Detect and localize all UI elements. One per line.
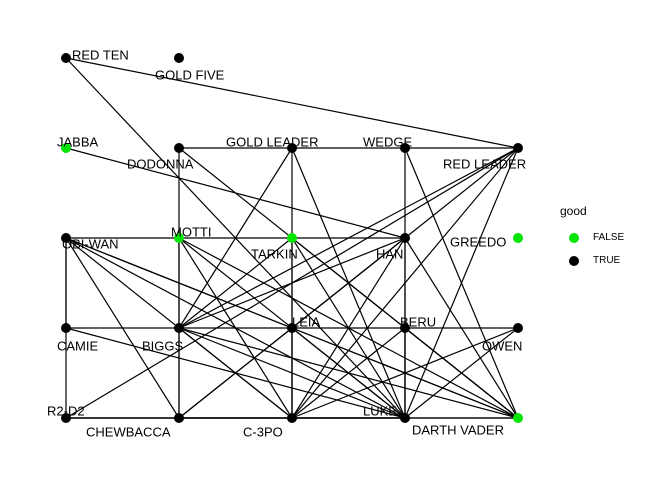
node-label-beru: BERU (400, 315, 436, 330)
edge-leia-chewbacca (178, 327, 293, 419)
legend-label-true: TRUE (593, 255, 621, 266)
node-c-3po (287, 413, 297, 423)
node-owen (513, 323, 523, 333)
node-red-leader (513, 143, 523, 153)
edge-red-ten-red-leader (65, 57, 519, 149)
node-label-luke: LUKE (363, 404, 397, 419)
node-label-han: HAN (376, 247, 403, 262)
node-label-red-leader: RED LEADER (443, 157, 526, 172)
label-layer: RED TEN GOLD FIVE JABBA DODONNA GOLD LEADER W… (47, 48, 526, 440)
node-label-red-ten: RED TEN (72, 48, 129, 63)
node-han (400, 233, 410, 243)
node-label-dodonna: DODONNA (127, 157, 194, 172)
node-r2-d2 (61, 413, 71, 423)
edge-owen-c-3po (291, 327, 519, 419)
legend-label-false: FALSE (593, 232, 625, 243)
node-gold-leader (287, 143, 297, 153)
node-chewbacca (174, 413, 184, 423)
node-label-darth-vader: DARTH VADER (412, 423, 504, 438)
edge-han-biggs (178, 237, 406, 329)
node-label-obi-wan: OBI-WAN (62, 237, 119, 252)
node-label-jabba: JABBA (57, 135, 99, 150)
legend-dot-true (569, 255, 579, 266)
node-darth-vader (513, 413, 523, 423)
node-label-chewbacca: CHEWBACCA (86, 425, 171, 440)
node-motti (174, 233, 184, 243)
legend-item-false: FALSE (560, 226, 624, 249)
edge-owen-luke (404, 327, 519, 419)
node-dodonna (174, 143, 184, 153)
edge-layer (65, 57, 519, 419)
node-label-camie: CAMIE (57, 339, 99, 354)
node-label-wedge: WEDGE (363, 135, 412, 150)
node-obi-wan (61, 233, 71, 243)
node-label-tarkin: TARKIN (251, 247, 298, 262)
node-tarkin (287, 233, 297, 243)
node-biggs (174, 323, 184, 333)
node-label-c-3po: C-3PO (243, 425, 283, 440)
node-beru (400, 323, 410, 333)
node-greedo (513, 233, 523, 243)
legend-title: good (560, 204, 587, 218)
node-label-biggs: BIGGS (142, 339, 184, 354)
edge-tarkin-biggs (178, 237, 293, 329)
node-label-gold-five: GOLD FIVE (155, 68, 225, 83)
edge-red-leader-han (404, 147, 519, 239)
node-jabba (61, 143, 71, 153)
node-label-r2-d2: R2-D2 (47, 404, 85, 419)
legend-dot-false (569, 232, 579, 243)
node-label-leia: LEIA (292, 315, 321, 330)
node-gold-five (174, 53, 184, 63)
node-luke (400, 413, 410, 423)
edge-beru-c-3po (291, 327, 406, 419)
node-label-gold-leader: GOLD LEADER (226, 135, 318, 150)
node-wedge (400, 143, 410, 153)
edge-red-leader-luke (404, 147, 519, 419)
node-label-greedo: GREEDO (450, 235, 506, 250)
legend-item-true: TRUE (560, 249, 624, 272)
node-label-owen: OWEN (482, 339, 522, 354)
legend: good FALSE TRUE (560, 204, 624, 272)
node-camie (61, 323, 71, 333)
node-label-motti: MOTTI (171, 225, 211, 240)
node-red-ten (61, 53, 71, 63)
node-layer (61, 53, 523, 423)
node-leia (287, 323, 297, 333)
